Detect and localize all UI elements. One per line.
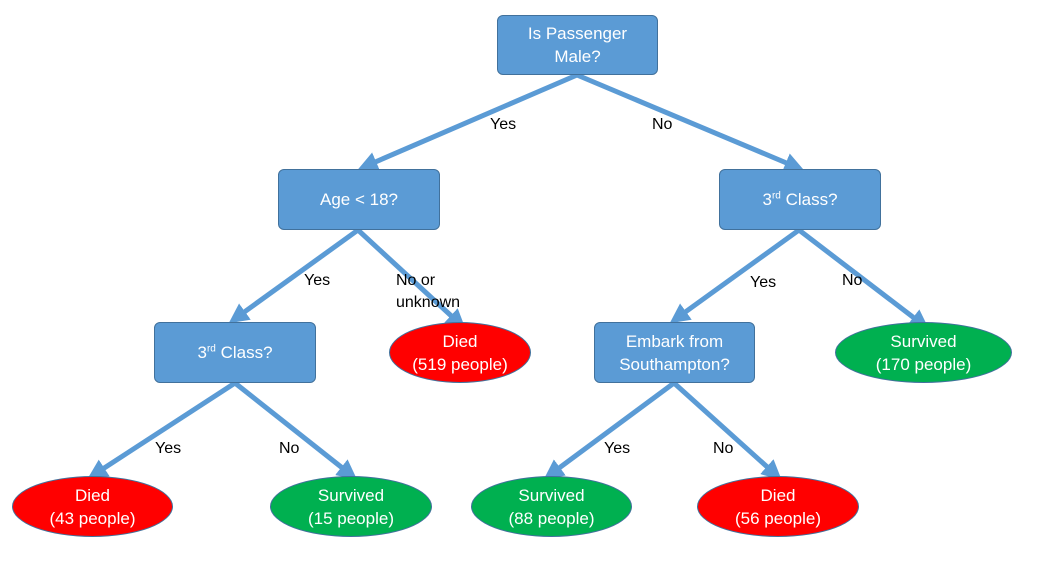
leaf-died-56-line1: Died <box>760 485 796 505</box>
edge-embark-yes <box>543 380 676 480</box>
edge-label-class-right-yes: Yes <box>750 274 777 291</box>
node-root-line1: Is Passenger <box>527 24 628 43</box>
edge-label-class-left-yes: Yes <box>155 440 182 457</box>
edge-label-root-yes: Yes <box>490 116 517 133</box>
node-is-passenger-male: Is Passenger Male? <box>497 15 658 75</box>
leaf-survived-170-line1: Survived <box>890 331 957 351</box>
leaf-died-519-line1: Died <box>442 331 478 351</box>
edge-class-right-no <box>797 228 930 330</box>
leaf-survived-170-line2: (170 people) <box>875 354 972 374</box>
edge-class-right-yes <box>669 227 801 324</box>
edge-label-class-right-no: No <box>842 272 863 289</box>
edge-label-age-no: No or unknown <box>396 270 460 314</box>
edge-label-age-yes: Yes <box>304 272 331 289</box>
leaf-died-43: Died (43 people) <box>12 476 173 537</box>
edge-label-root-no: No <box>652 116 673 133</box>
node-embark-line2: Southampton? <box>619 354 730 374</box>
node-class-left-label: 3rd Class? <box>197 343 273 362</box>
edge-class-left-no <box>233 381 358 480</box>
edge-label-class-left-no: No <box>279 440 300 457</box>
edge-age-yes <box>228 227 360 324</box>
node-embark-line1: Embark from <box>625 331 724 351</box>
leaf-died-56-line2: (56 people) <box>734 508 821 528</box>
edge-label-age-no-line2: unknown <box>396 294 461 311</box>
leaf-survived-170: Survived (170 people) <box>835 322 1012 383</box>
leaf-survived-88-line1: Survived <box>518 485 585 505</box>
leaf-died-519-line2: (519 people) <box>412 354 508 374</box>
edge-root-no <box>576 72 805 172</box>
edge-label-embark-yes: Yes <box>604 440 631 457</box>
node-embark-southampton: Embark from Southampton? <box>594 322 755 383</box>
edge-embark-no <box>672 381 782 481</box>
leaf-survived-88: Survived (88 people) <box>471 476 632 537</box>
node-class-right-label: 3rd Class? <box>762 190 838 209</box>
node-root-line2: Male? <box>554 47 601 66</box>
node-age-line1: Age < 18? <box>320 190 398 209</box>
edge-label-age-no-line1: No or <box>396 272 436 289</box>
edge-class-left-yes <box>87 380 237 479</box>
leaf-died-519: Died (519 people) <box>389 322 531 383</box>
leaf-survived-15: Survived (15 people) <box>270 476 432 537</box>
leaf-died-56: Died (56 people) <box>697 476 859 537</box>
leaf-died-43-line1: Died <box>75 485 110 505</box>
edge-label-embark-no: No <box>713 440 734 457</box>
node-third-class-right: 3rd Class? <box>719 169 881 230</box>
edge-root-yes <box>357 72 578 171</box>
node-age-under-18: Age < 18? <box>278 169 440 230</box>
leaf-survived-88-line2: (88 people) <box>508 508 595 528</box>
edge-age-no <box>356 228 466 330</box>
leaf-survived-15-line1: Survived <box>317 485 385 505</box>
leaf-survived-15-line2: (15 people) <box>307 508 394 528</box>
node-third-class-left: 3rd Class? <box>154 322 316 383</box>
leaf-died-43-line2: (43 people) <box>49 508 136 528</box>
